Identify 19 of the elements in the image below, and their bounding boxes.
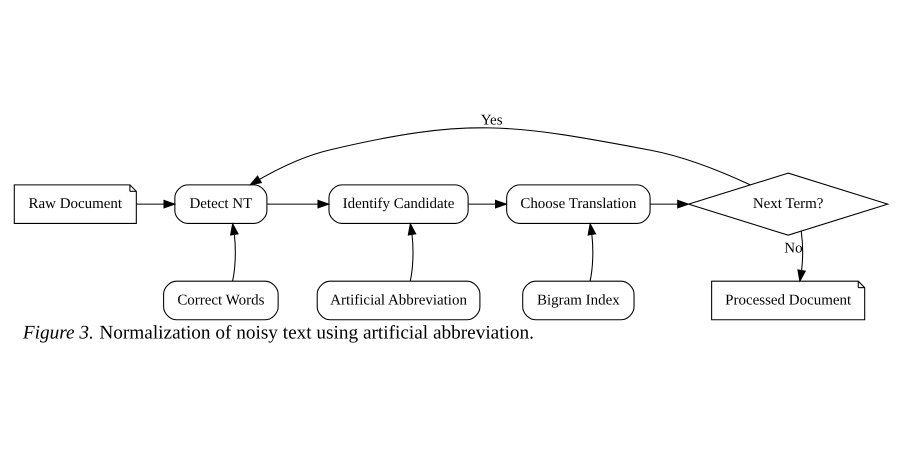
node-diamond: Next Term? (686, 172, 889, 236)
arrow (136, 200, 176, 209)
node-box: Detect NT (174, 184, 267, 224)
arrow (266, 200, 330, 209)
node-box: Choose Translation (506, 184, 650, 224)
arrow (407, 222, 416, 282)
arrow (468, 200, 508, 209)
node-box: Bigram Index (522, 280, 634, 320)
caption: Figure 3. Normalization of noisy text using artificial abbreviation. (22, 322, 534, 344)
node-box: Identify Candidate (328, 184, 468, 224)
node-box: Correct Words (162, 280, 278, 320)
arrow (586, 222, 596, 282)
edge-label: Yes (480, 112, 502, 128)
arrow (229, 222, 238, 282)
arrow (796, 231, 806, 283)
edge-label: No (784, 240, 802, 256)
node-box: Artificial Abbreviation (316, 280, 480, 320)
arrow (650, 200, 690, 209)
arrow (248, 127, 750, 186)
